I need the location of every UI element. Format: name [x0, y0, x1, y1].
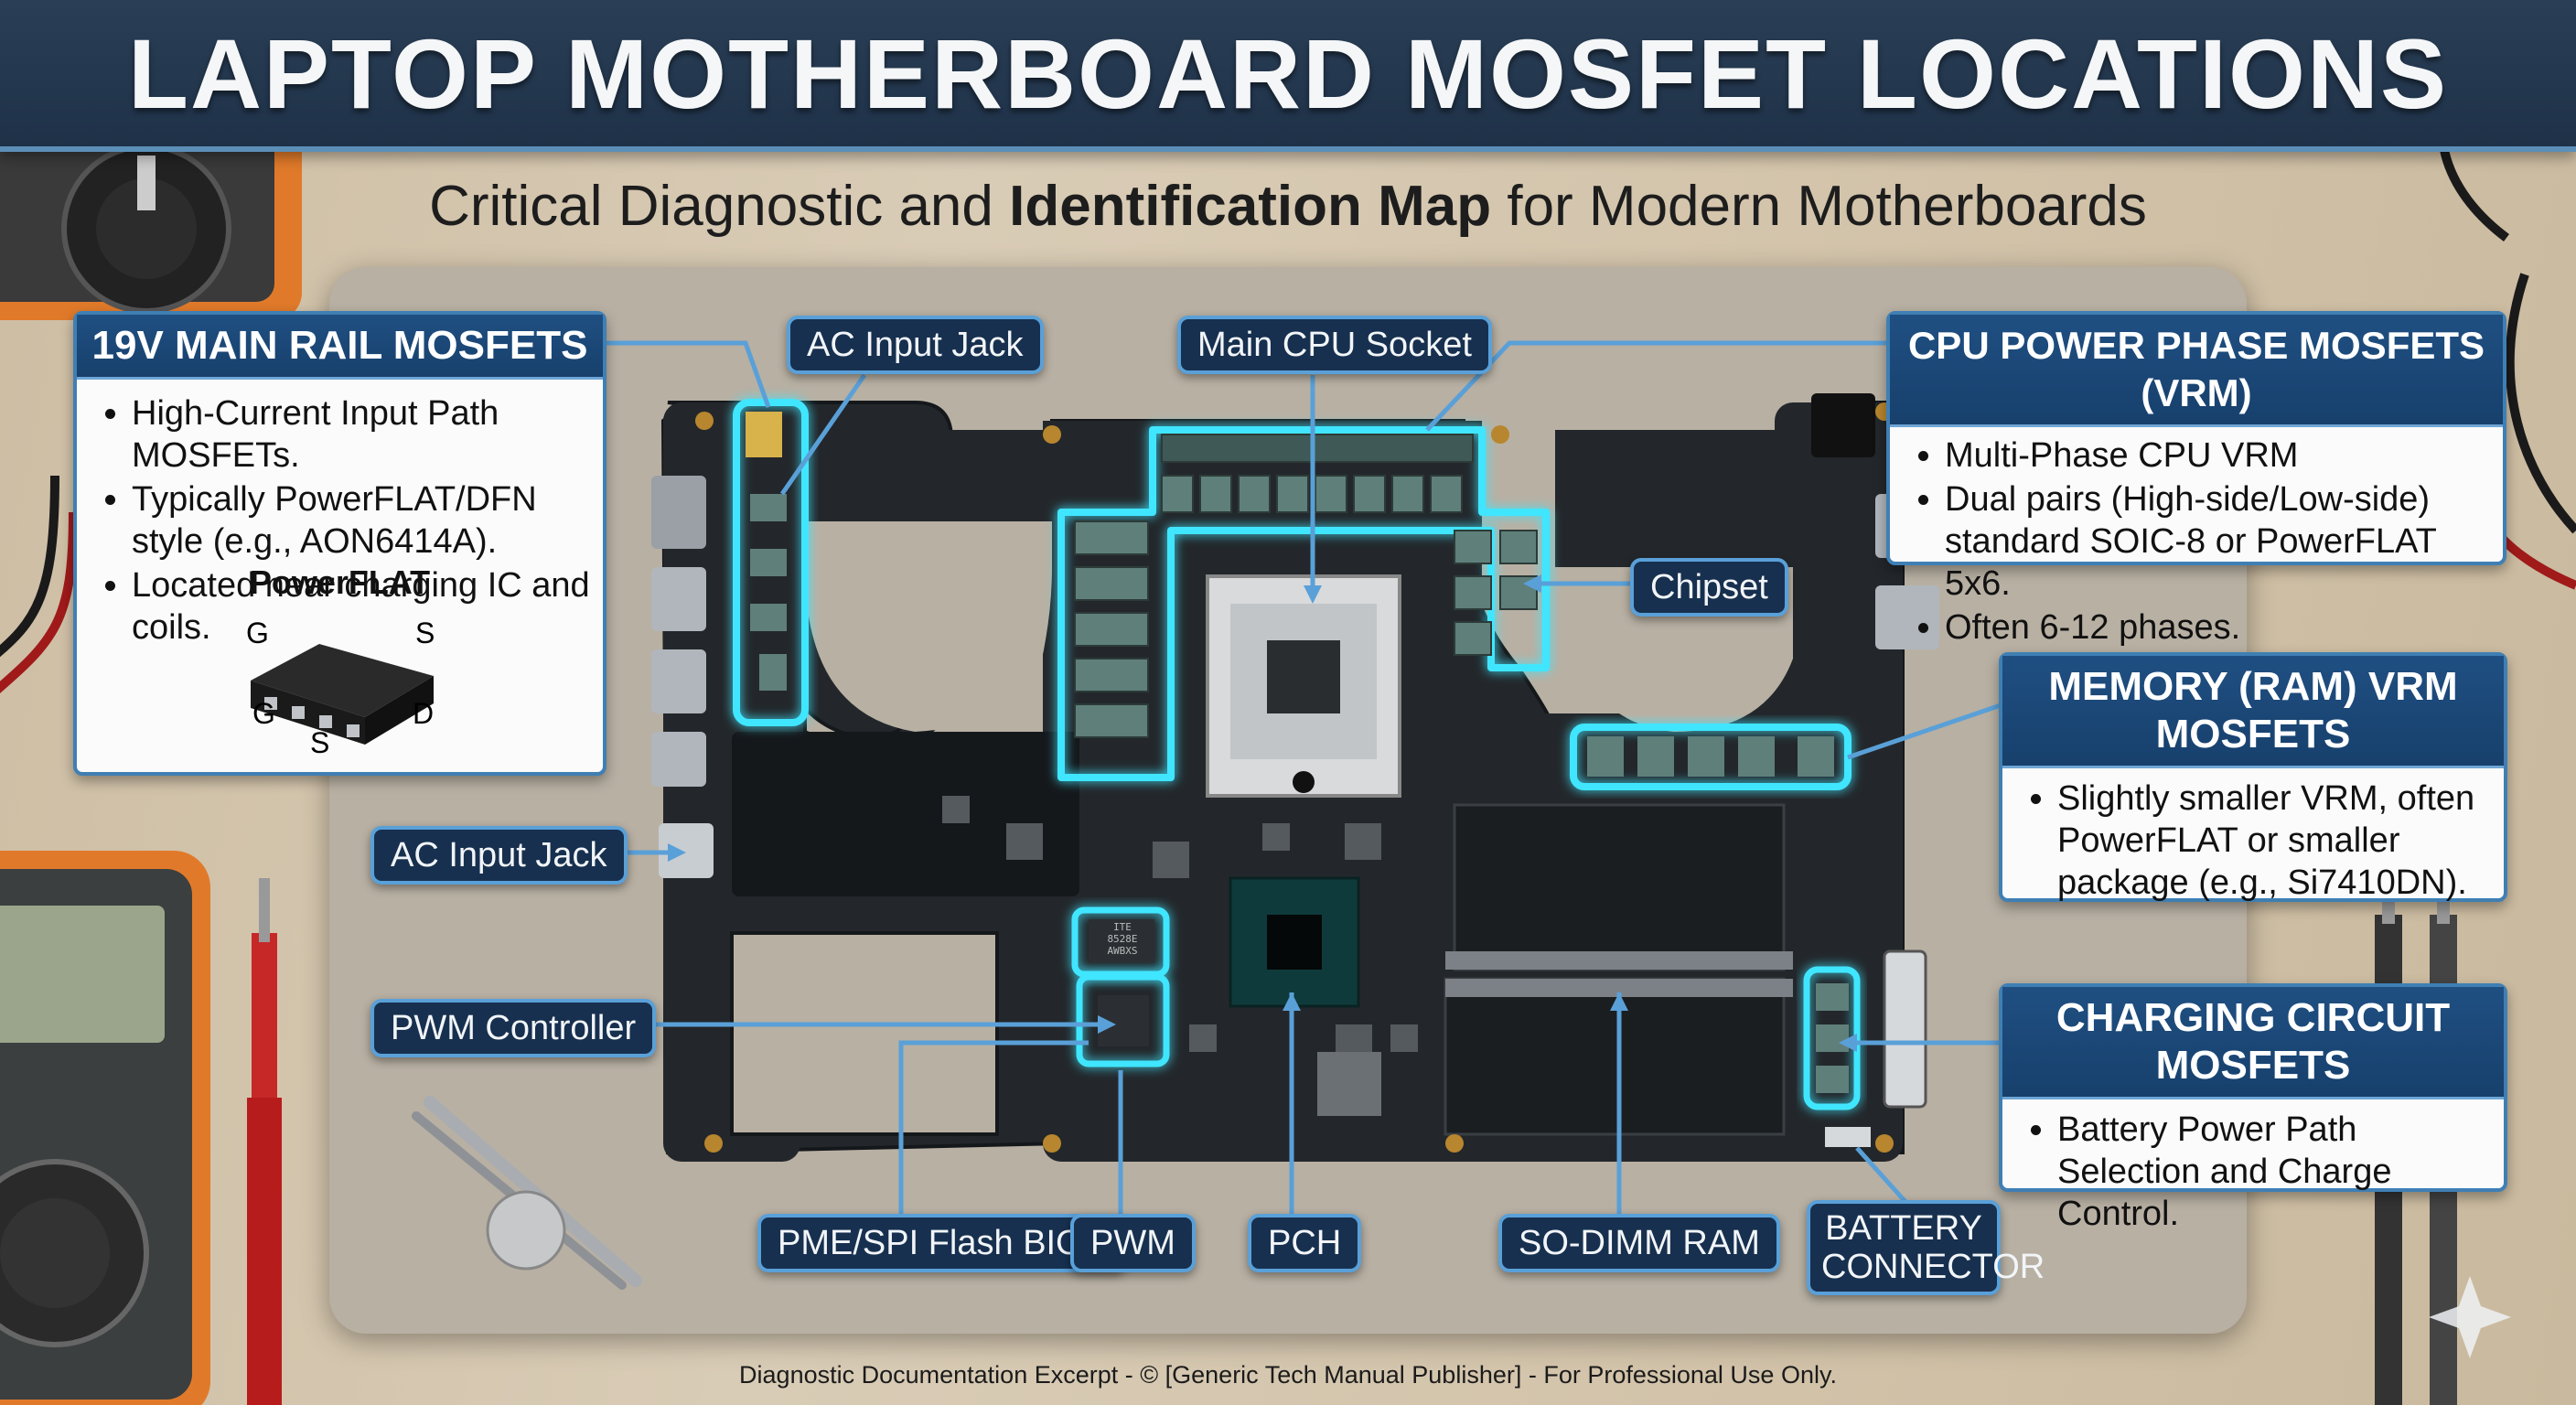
label-chipset: Chipset — [1630, 558, 1788, 617]
package-label: PowerFLAT — [249, 563, 431, 601]
subtitle-part2: for Modern Motherboards — [1491, 175, 2147, 238]
callout-charging: CHARGING CIRCUIT MOSFETS Battery Power P… — [1999, 983, 2507, 1233]
callout-bullets: Multi-Phase CPU VRM Dual pairs (High-sid… — [1890, 434, 2503, 649]
multimeter-bottom-icon — [0, 851, 210, 1405]
red-probe-icon — [247, 878, 282, 1405]
label-pch: PCH — [1248, 1214, 1362, 1272]
page-subtitle: Critical Diagnostic and Identification M… — [0, 174, 2576, 239]
label-pwm: PWM — [1070, 1214, 1196, 1272]
pin-label-d: D — [413, 697, 435, 730]
callout-header: CPU POWER PHASE MOSFETS (VRM) — [1890, 315, 2503, 427]
usb-port — [651, 649, 706, 713]
page-title: LAPTOP MOTHERBOARD MOSFET LOCATIONS — [127, 18, 2449, 129]
cpu-vrm-highlight — [1057, 426, 1550, 781]
label-ac-input-top: AC Input Jack — [787, 316, 1044, 374]
pin-label-g2: G — [252, 697, 275, 730]
label-battery-connector: BATTERY CONNECTOR — [1807, 1200, 2045, 1295]
pin-label-s2: S — [310, 726, 330, 759]
callout-cpu-vrm: CPU POWER PHASE MOSFETS (VRM) Multi-Phas… — [1886, 311, 2506, 647]
bullet: Dual pairs (High-side/Low-side) standard… — [1945, 478, 2503, 605]
pin-label-g1: G — [246, 617, 269, 649]
callout-header: 19V MAIN RAIL MOSFETS — [77, 315, 603, 380]
callout-header: CHARGING CIRCUIT MOSFETS — [2002, 987, 2504, 1099]
title-bar: LAPTOP MOTHERBOARD MOSFET LOCATIONS — [0, 0, 2576, 152]
label-pwm-controller: PWM Controller — [370, 999, 657, 1057]
main-rail-highlight — [733, 399, 809, 726]
subtitle-bold: Identification Map — [1009, 175, 1492, 238]
chip-line: AWBXS — [1107, 945, 1138, 957]
pin-label-s1: S — [415, 617, 435, 649]
sparkle-icon — [2429, 1276, 2511, 1358]
battery-port — [1883, 949, 1927, 1109]
bullet: Typically PowerFLAT/DFN style (e.g., AON… — [132, 478, 603, 563]
bullet: Located near charging IC and coils. — [132, 564, 603, 649]
bullet: Slightly smaller VRM, often PowerFLAT or… — [2057, 778, 2504, 904]
footer-text: Diagnostic Documentation Excerpt - © [Ge… — [739, 1361, 1837, 1389]
bullet: Multi-Phase CPU VRM — [1945, 434, 2503, 477]
audio-jack — [1811, 393, 1875, 457]
callout-memory-vrm: MEMORY (RAM) VRM MOSFETS Slightly smalle… — [1999, 652, 2507, 902]
bullet: Battery Power Path Selection and Charge … — [2057, 1109, 2504, 1235]
label-sodimm: SO-DIMM RAM — [1498, 1214, 1780, 1272]
usb-port — [651, 567, 706, 631]
callout-bullets: Slightly smaller VRM, often PowerFLAT or… — [2002, 778, 2504, 904]
coin-icon — [486, 1190, 566, 1271]
sodimm-slot-1 — [1453, 803, 1786, 971]
callout-bullets: High-Current Input Path MOSFETs. Typical… — [77, 392, 603, 649]
callout-header: MEMORY (RAM) VRM MOSFETS — [2002, 656, 2504, 768]
usb-c-port — [651, 476, 706, 549]
callout-bullets: Battery Power Path Selection and Charge … — [2002, 1109, 2504, 1235]
pwm-highlight — [1076, 973, 1170, 1067]
bullet: High-Current Input Path MOSFETs. — [132, 392, 603, 477]
label-cpu-socket: Main CPU Socket — [1177, 316, 1492, 374]
chip-line: 8528E — [1107, 933, 1138, 945]
bios-chip-marking: ITE 8528E AWBXS — [1090, 921, 1154, 957]
label-ac-input-side: AC Input Jack — [370, 826, 628, 885]
usb-port — [651, 732, 706, 787]
subtitle-part1: Critical Diagnostic and — [429, 175, 1010, 238]
multimeter-top-icon — [0, 110, 302, 320]
powerflat-package-icon — [251, 644, 434, 745]
callout-main-rail: 19V MAIN RAIL MOSFETS High-Current Input… — [73, 311, 606, 776]
chip-line: ITE — [1113, 921, 1132, 933]
label-flash-bios: PME/SPI Flash BIOS — [757, 1214, 1126, 1272]
dc-jack — [659, 823, 714, 878]
usb-port — [1875, 585, 1939, 649]
bullet: Often 6-12 phases. — [1945, 606, 2503, 649]
